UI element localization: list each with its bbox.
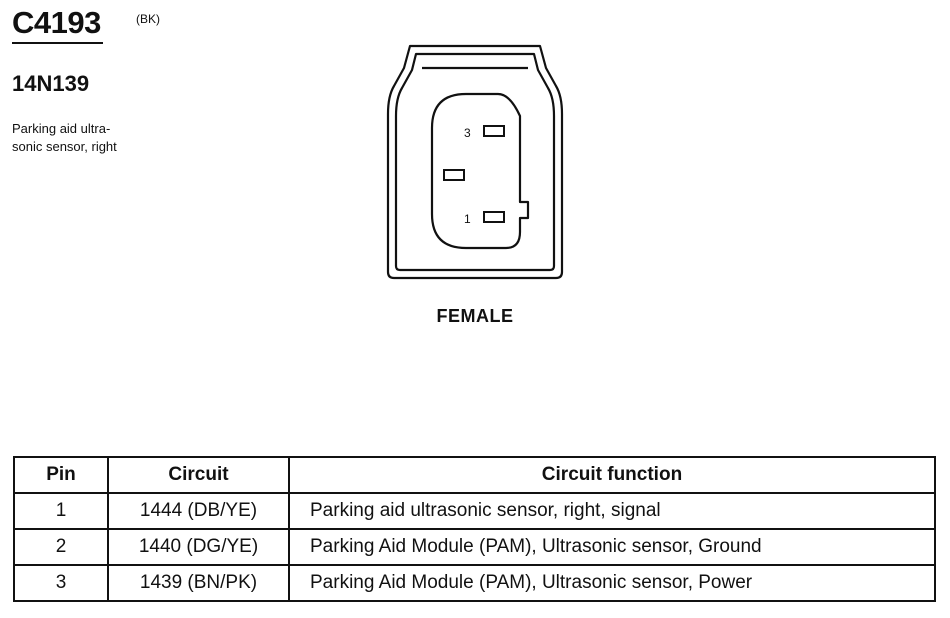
pin-3-terminal (483, 125, 505, 137)
header-circuit: Circuit (107, 456, 290, 494)
row-circuit: 1439 (BN/PK) (107, 564, 290, 602)
row-circuit: 1440 (DG/YE) (107, 528, 290, 566)
header-circuit-function: Circuit function (288, 456, 936, 494)
row-pin: 1 (13, 492, 109, 530)
table-header-row: Pin Circuit Circuit function (13, 456, 936, 494)
connector-insert (430, 92, 530, 250)
pinout-table: Pin Circuit Circuit function 1 1444 (DB/… (13, 456, 936, 602)
connector-color-code: (BK) (136, 12, 160, 26)
row-function: Parking aid ultrasonic sensor, right, si… (288, 492, 936, 530)
connector-face-diagram: 3 1 (386, 44, 564, 280)
description-line-2: sonic sensor, right (12, 139, 117, 154)
pin-2-terminal (443, 169, 465, 181)
table-row: 3 1439 (BN/PK) Parking Aid Module (PAM),… (13, 564, 936, 602)
header-pin: Pin (13, 456, 109, 494)
table-row: 1 1444 (DB/YE) Parking aid ultrasonic se… (13, 492, 936, 530)
connector-description: Parking aid ultra- sonic sensor, right (12, 120, 172, 156)
row-pin: 2 (13, 528, 109, 566)
connector-inner-shell (394, 52, 556, 272)
part-number: 14N139 (12, 71, 90, 96)
table-row: 2 1440 (DG/YE) Parking Aid Module (PAM),… (13, 528, 936, 566)
row-function: Parking Aid Module (PAM), Ultrasonic sen… (288, 528, 936, 566)
pin-label-1: 1 (464, 212, 471, 226)
row-function: Parking Aid Module (PAM), Ultrasonic sen… (288, 564, 936, 602)
connector-gender-label: FEMALE (436, 306, 514, 326)
row-pin: 3 (13, 564, 109, 602)
pin-label-3: 3 (464, 126, 471, 140)
row-circuit: 1444 (DB/YE) (107, 492, 290, 530)
connector-outer-shell (386, 44, 564, 280)
connector-id: C4193 (12, 4, 103, 44)
description-line-1: Parking aid ultra- (12, 121, 111, 136)
pin-1-terminal (483, 211, 505, 223)
